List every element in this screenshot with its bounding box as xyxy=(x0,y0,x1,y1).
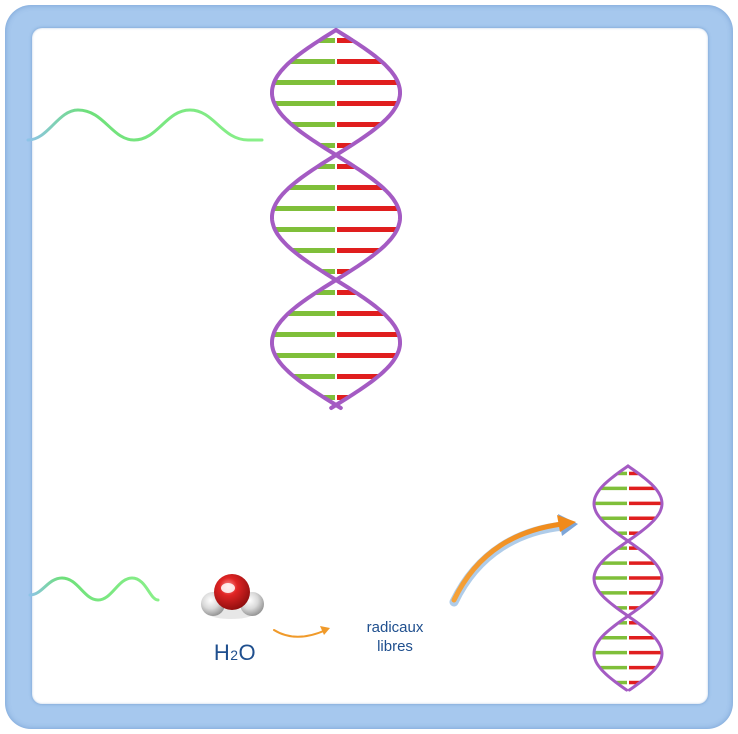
dna-helix-small xyxy=(592,464,664,692)
diagram-panel xyxy=(32,28,708,704)
water-molecule-icon xyxy=(201,574,264,619)
radiation-wave-top xyxy=(26,108,264,142)
dna-helix-large xyxy=(270,28,402,410)
curved-arrow xyxy=(449,514,578,607)
formula-subscript: 2 xyxy=(230,647,239,663)
radiation-wave-bottom xyxy=(28,576,160,602)
helix-strand-2 xyxy=(270,28,402,410)
helix-strand-1 xyxy=(592,464,664,692)
formula-tail: O xyxy=(238,640,257,665)
helix-strand-2 xyxy=(592,464,664,692)
water-formula-label: H2O xyxy=(190,640,280,666)
free-radicals-line-2: libres xyxy=(377,638,413,655)
small-arrow xyxy=(273,626,330,638)
free-radicals-label: radicaux libres xyxy=(340,618,450,656)
helix-strand-1 xyxy=(270,28,402,410)
formula-main: H xyxy=(213,640,231,665)
free-radicals-line-1: radicaux xyxy=(366,619,424,636)
